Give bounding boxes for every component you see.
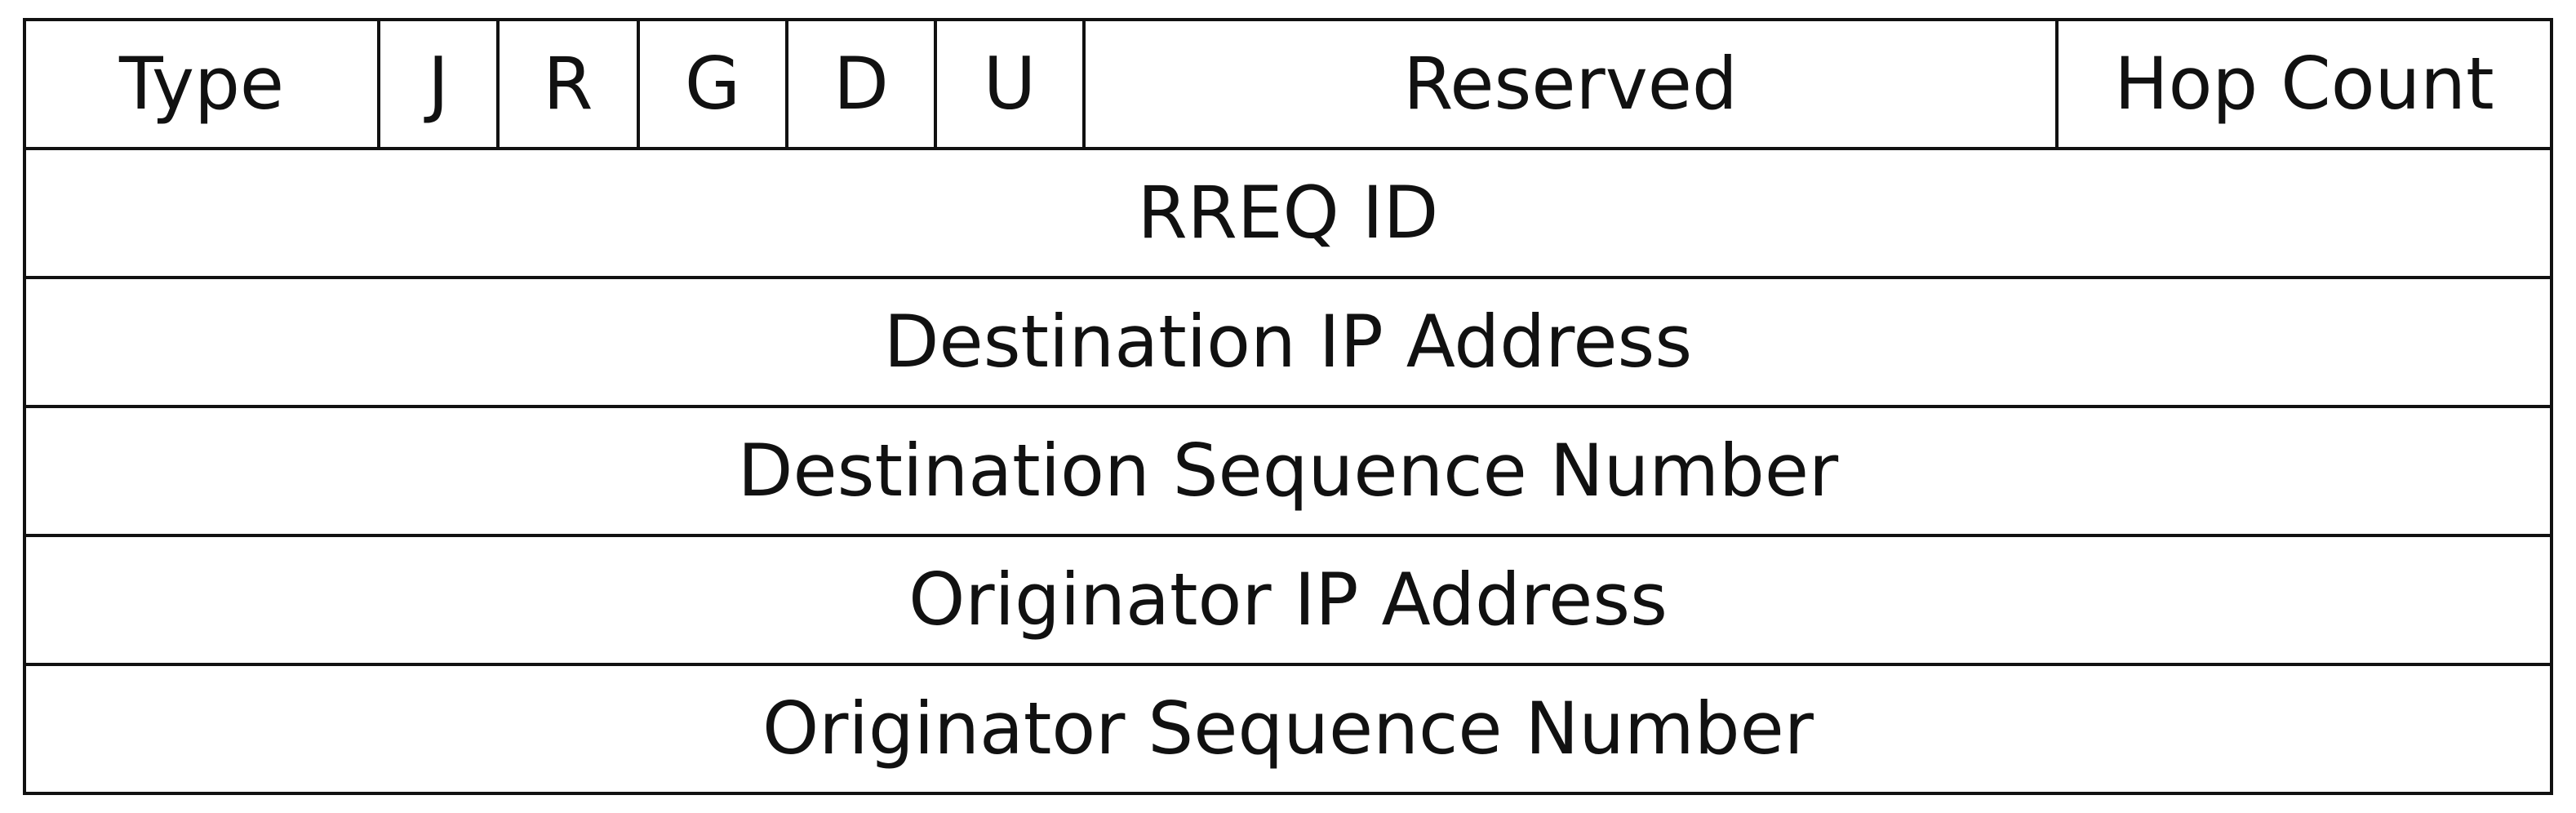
header-row: Type J R G D U Reserved Hop Count: [26, 21, 2550, 150]
originator-ip-row: Originator IP Address: [26, 537, 2550, 666]
originator-sequence-number-field: Originator Sequence Number: [762, 686, 1814, 771]
rreq-packet-format-diagram: Type J R G D U Reserved Hop Count RREQ I…: [23, 18, 2553, 795]
destination-sequence-number-field: Destination Sequence Number: [737, 429, 1839, 513]
destination-seq-row: Destination Sequence Number: [26, 408, 2550, 537]
hop-count-field: Hop Count: [2114, 42, 2494, 126]
d-flag-field: D: [788, 21, 937, 147]
reserved-field: Reserved: [1086, 21, 2059, 147]
g-flag-field: G: [640, 21, 788, 147]
j-flag-field: J: [380, 21, 500, 147]
u-flag-field: U: [937, 21, 1086, 147]
originator-seq-row: Originator Sequence Number: [26, 666, 2550, 792]
originator-ip-address-field: Originator IP Address: [908, 558, 1668, 642]
rreq-id-field: RREQ ID: [1137, 171, 1439, 255]
type-field: Type: [26, 21, 380, 147]
destination-ip-address-field: Destination IP Address: [883, 300, 1693, 384]
rreq-id-row: RREQ ID: [26, 150, 2550, 279]
destination-ip-row: Destination IP Address: [26, 279, 2550, 408]
r-flag-field: R: [500, 21, 640, 147]
